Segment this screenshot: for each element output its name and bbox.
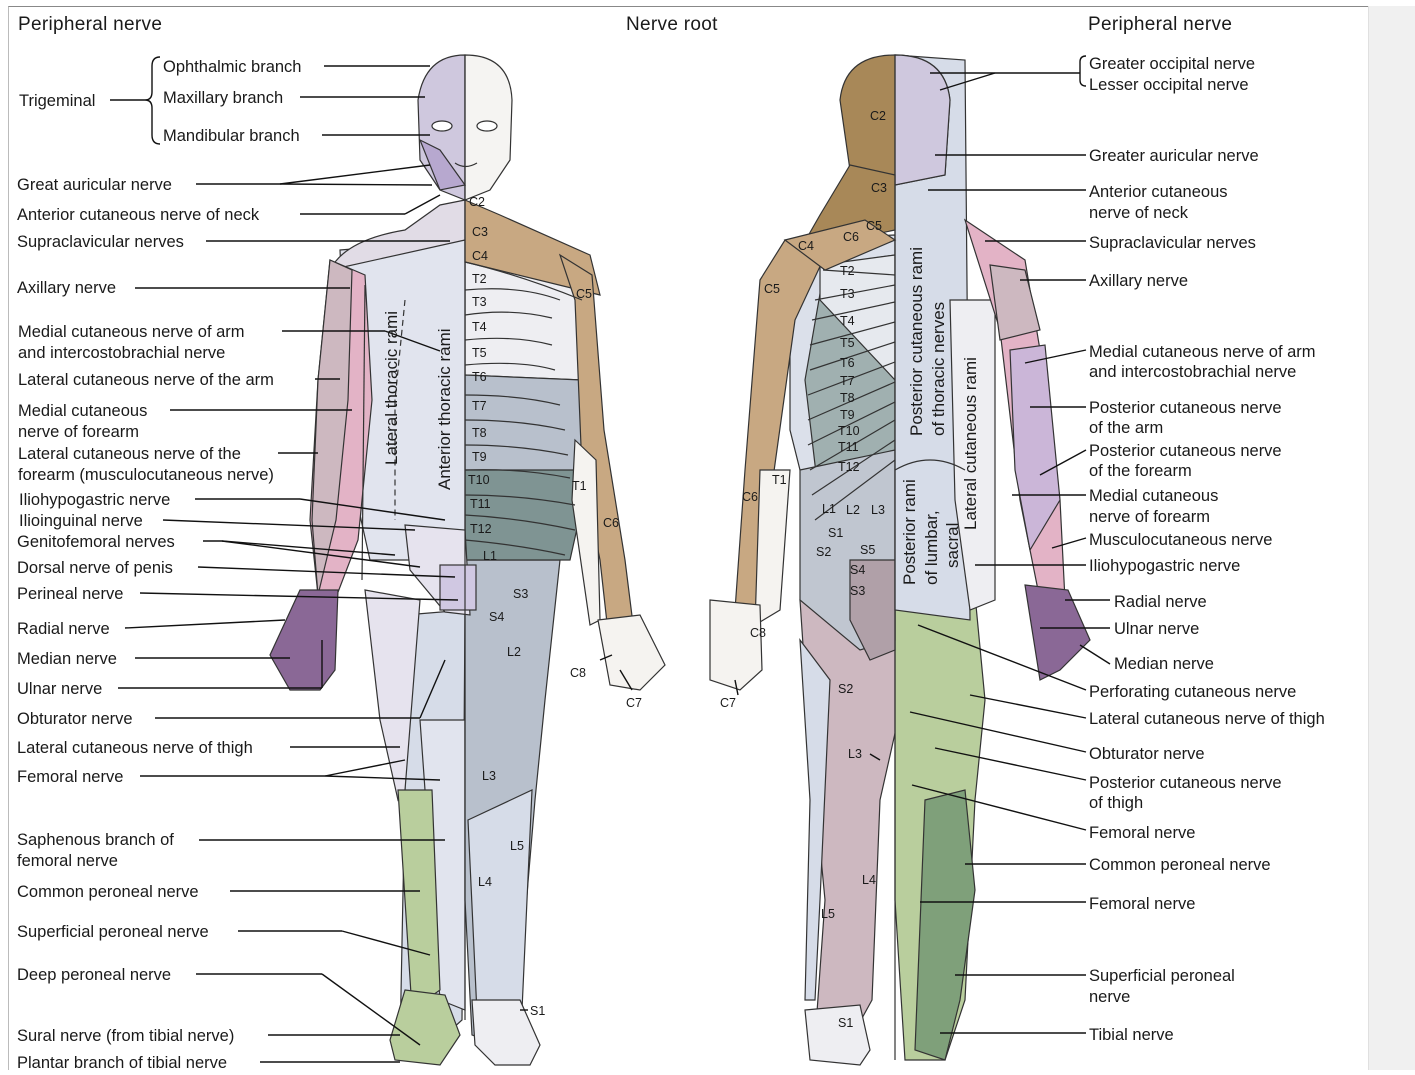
image-frame	[8, 6, 1395, 1070]
scrollbar[interactable]	[1368, 6, 1415, 1070]
